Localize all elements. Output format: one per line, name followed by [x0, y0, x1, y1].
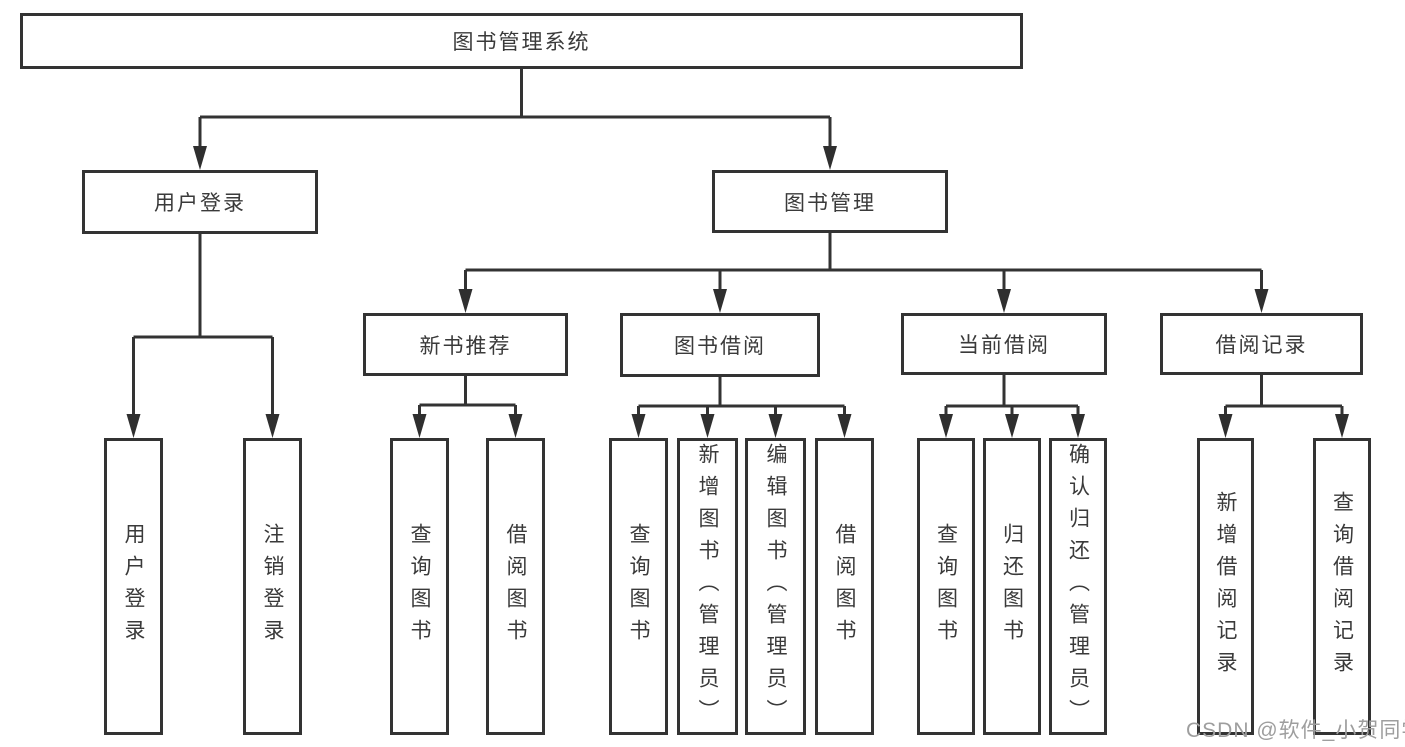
node-label: 查询图书: [934, 522, 958, 651]
node-user-login: 用户登录: [82, 170, 318, 234]
node-book-management: 图书管理: [712, 170, 948, 233]
arrowhead-icon: [1218, 414, 1233, 438]
arrowhead-icon: [412, 414, 427, 438]
arrowhead-icon: [458, 289, 473, 313]
node-label: 用户登录: [154, 192, 246, 215]
arrowhead-icon: [768, 414, 783, 438]
csdn-watermark: CSDN @软件_小贺同学: [1186, 719, 1405, 742]
node-label: 确认归还（管理员）: [1066, 442, 1090, 731]
leaf-borrowing-edit-books-admin: 编辑图书（管理员）: [745, 438, 806, 735]
leaf-user-login: 用户登录: [104, 438, 163, 735]
node-label: 归还图书: [1000, 522, 1024, 651]
leaf-borrowing-borrow-books: 借阅图书: [815, 438, 874, 735]
arrowhead-icon: [997, 289, 1011, 313]
node-borrowing-records: 借阅记录: [1160, 313, 1363, 375]
leaf-records-add-record: 新增借阅记录: [1197, 438, 1254, 735]
arrowhead-icon: [700, 414, 715, 438]
leaf-current-confirm-return-admin: 确认归还（管理员）: [1049, 438, 1107, 735]
arrowhead-icon: [823, 146, 837, 170]
leaf-borrowing-add-books-admin: 新增图书（管理员）: [677, 438, 738, 735]
arrowhead-icon: [193, 146, 207, 170]
node-label: 新书推荐: [419, 334, 512, 358]
leaf-logout: 注销登录: [243, 438, 302, 735]
arrowhead-icon: [837, 414, 852, 438]
arrowhead-icon: [939, 414, 953, 438]
arrowhead-icon: [631, 414, 646, 438]
arrowhead-icon: [1071, 414, 1085, 438]
arrowhead-icon: [713, 289, 727, 313]
node-label: 当前借阅: [958, 334, 1050, 357]
arrowhead-icon: [265, 414, 280, 438]
leaf-recommend-query-books: 查询图书: [390, 438, 449, 735]
leaf-recommend-borrow-books: 借阅图书: [486, 438, 545, 735]
arrowhead-icon: [1335, 414, 1349, 438]
node-label: 新增图书（管理员）: [696, 442, 719, 731]
node-new-book-recommendation: 新书推荐: [363, 313, 568, 376]
node-library-management-system: 图书管理系统: [20, 13, 1023, 69]
node-label: 图书管理: [784, 191, 876, 215]
node-label: 注销登录: [261, 522, 284, 651]
node-book-borrowing: 图书借阅: [620, 313, 820, 377]
node-label: 图书借阅: [674, 335, 766, 358]
node-label: 查询图书: [408, 522, 431, 651]
node-label: 借阅图书: [833, 522, 856, 651]
arrowhead-icon: [1005, 414, 1019, 438]
leaf-current-query-books: 查询图书: [917, 438, 975, 735]
leaf-borrowing-query-books: 查询图书: [609, 438, 668, 735]
leaf-records-query-record: 查询借阅记录: [1313, 438, 1371, 735]
node-label: 查询借阅记录: [1330, 490, 1354, 683]
node-label: 用户登录: [122, 522, 145, 651]
node-label: 编辑图书（管理员）: [764, 442, 787, 731]
node-label: 借阅记录: [1215, 334, 1308, 357]
node-label: 新增借阅记录: [1214, 490, 1237, 683]
arrowhead-icon: [126, 414, 141, 438]
node-current-borrowing: 当前借阅: [901, 313, 1107, 375]
arrowhead-icon: [1254, 289, 1269, 313]
node-label: 查询图书: [627, 522, 650, 651]
node-label: 借阅图书: [504, 522, 527, 651]
leaf-current-return-books: 归还图书: [983, 438, 1041, 735]
arrowhead-icon: [508, 414, 523, 438]
node-label: 图书管理系统: [452, 31, 591, 54]
